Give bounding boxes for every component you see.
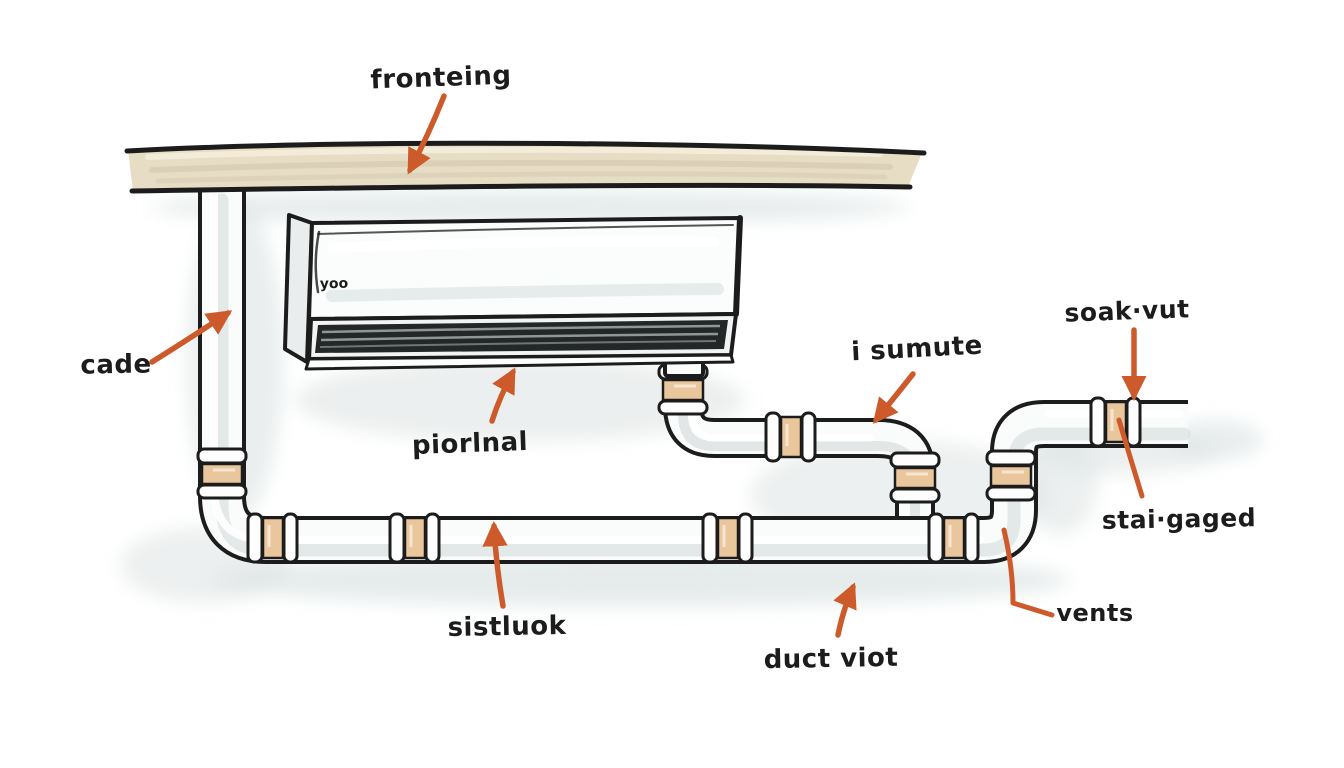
- arrow-duct-viot: [833, 582, 857, 638]
- arrow-sistluok: [482, 520, 508, 609]
- arrow-piorlnal: [489, 367, 516, 424]
- pipe-coupling: [196, 447, 248, 500]
- pipe-coupling: [1089, 396, 1142, 448]
- pipe-coupling: [764, 411, 817, 463]
- label-piorlnal: piorlnal: [411, 426, 529, 462]
- leader-vents: [1001, 527, 1055, 618]
- label-soak-vut: soak·vut: [1063, 294, 1191, 328]
- label-vents: vents: [1056, 599, 1134, 627]
- pipe-coupling: [889, 451, 941, 504]
- ceiling-beam: [124, 140, 927, 194]
- ac-bottom-lip: [304, 353, 735, 371]
- arrow-cade: [149, 310, 233, 365]
- label-fronteing: fronteing: [369, 60, 513, 96]
- label-cade: cade: [80, 349, 152, 381]
- arrow-fronteing: [407, 93, 447, 175]
- callout-arrows: [149, 93, 1147, 638]
- pipe-coupling: [701, 512, 754, 564]
- pipe-coupling: [246, 512, 299, 564]
- arrow-i-sumute: [872, 371, 916, 424]
- label-sistluok: sistluok: [447, 610, 567, 644]
- ac-unit: [283, 213, 743, 378]
- label-duct-viot: duct viot: [763, 642, 899, 676]
- pipe-coupling: [927, 512, 980, 564]
- leader-stai-gaged: [1116, 417, 1145, 499]
- ac-brand-text: yoo: [319, 275, 349, 293]
- pipe-coupling: [388, 512, 441, 564]
- pipe-coupling: [985, 449, 1037, 502]
- label-stai-gaged: stai·gaged: [1101, 503, 1257, 535]
